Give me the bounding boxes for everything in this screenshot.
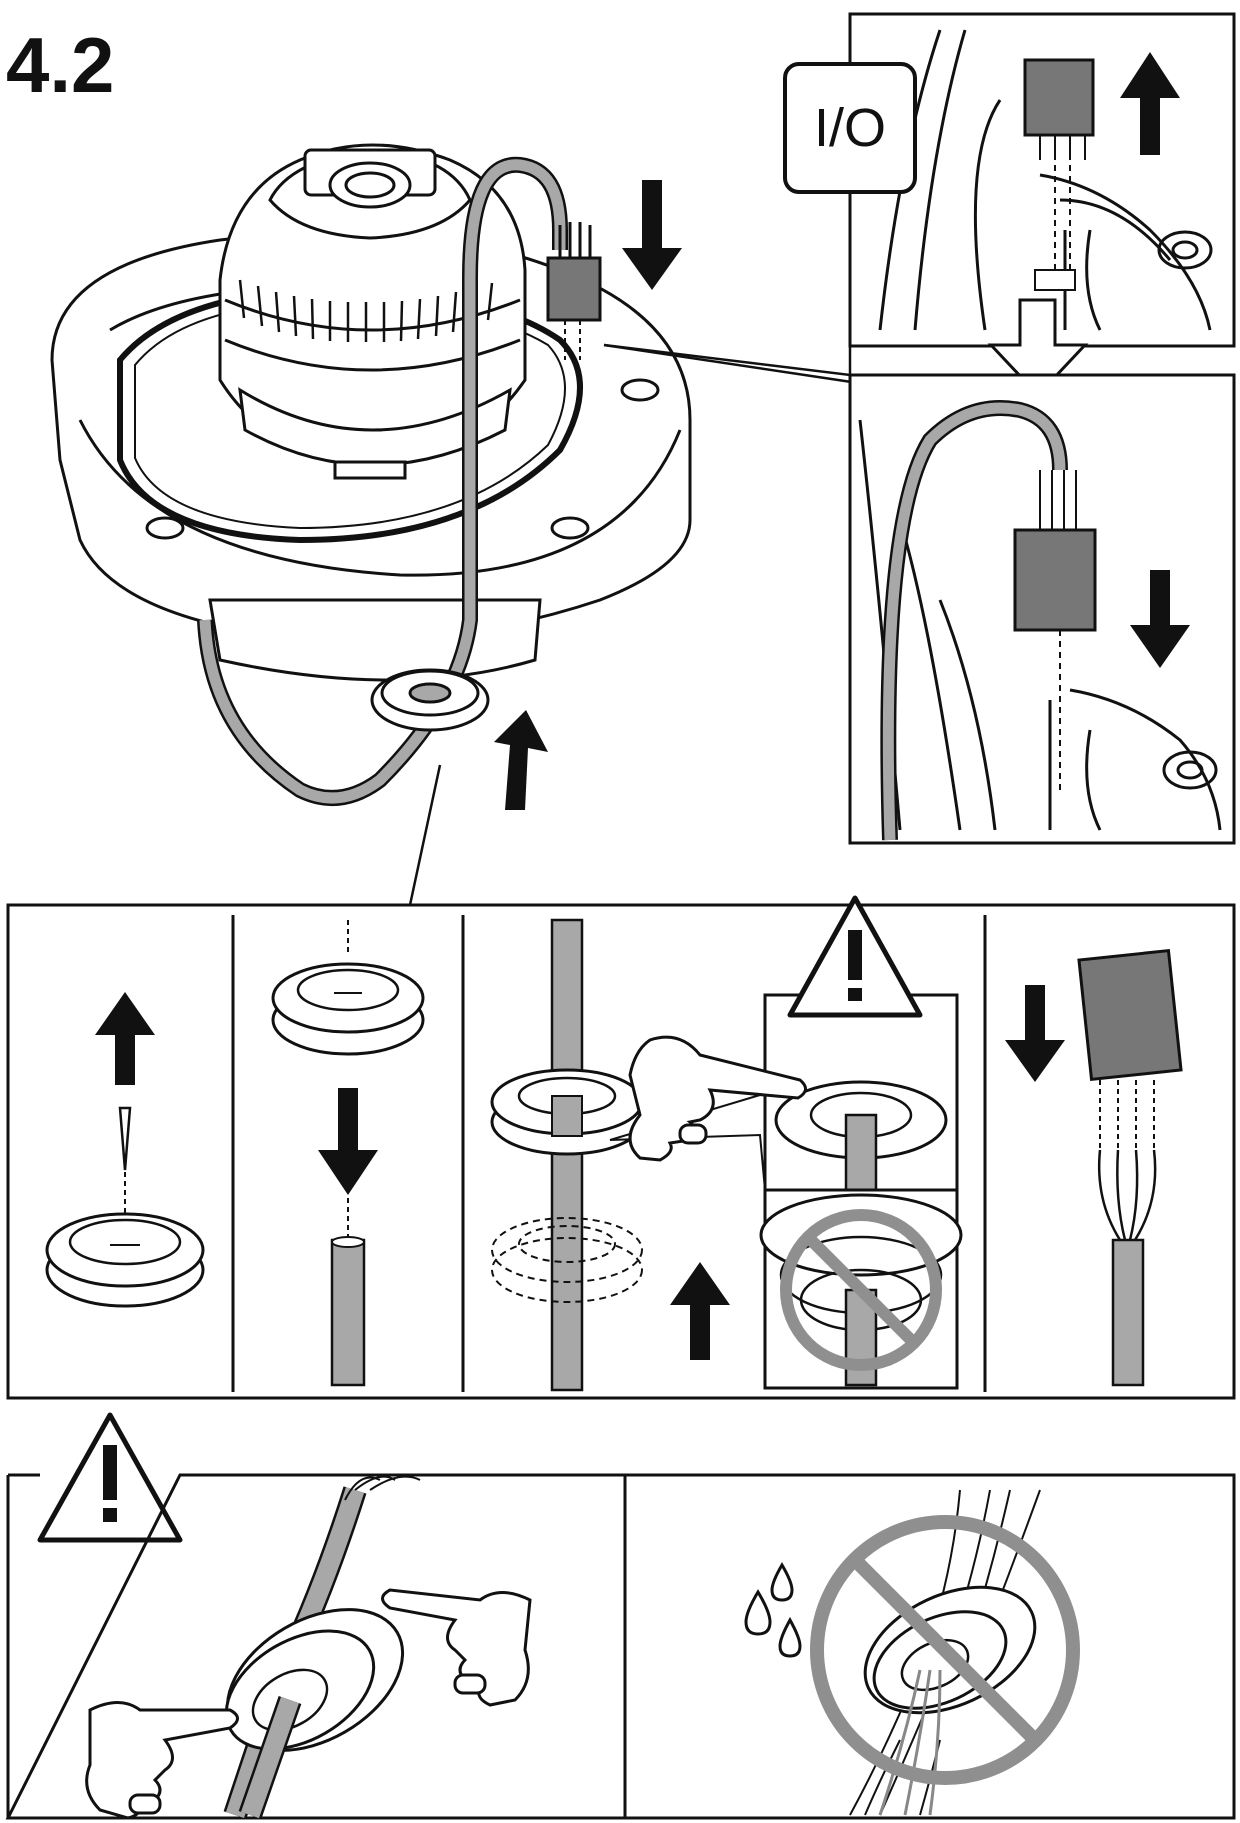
grommet-leader — [408, 764, 475, 907]
io-connector — [1023, 58, 1095, 137]
step-number: 4.2 — [6, 21, 114, 109]
io-connector — [546, 222, 602, 360]
pointing-hand-icon — [85, 1701, 239, 1820]
grommet-steps-panel — [6, 895, 1236, 1400]
incorrect-seal-panel — [623, 1473, 1236, 1820]
io-label-box — [783, 62, 917, 194]
arrow-up-icon — [670, 1262, 730, 1360]
prohibited-circle-icon — [810, 1515, 1080, 1785]
io-connector — [1013, 528, 1097, 632]
pointing-hand-icon — [628, 1035, 807, 1162]
prohibited-circle-icon — [780, 1209, 942, 1371]
step-slide-grommet — [271, 920, 425, 1387]
dome-camera-illustration — [50, 143, 692, 682]
arrow-up-icon — [494, 710, 548, 810]
warning-triangle-icon — [787, 895, 923, 1018]
pointing-hand-icon — [381, 1588, 532, 1707]
step-attach-connector — [1005, 948, 1183, 1387]
warning-triangle-icon — [37, 1412, 183, 1543]
step-pierce-grommet — [45, 992, 205, 1308]
callout-io-disconnect: I/O — [783, 12, 1236, 348]
io-label: I/O — [814, 98, 886, 158]
arrow-down-icon — [622, 180, 682, 290]
step-position-grommet — [490, 895, 963, 1392]
arrow-down-icon — [1130, 570, 1190, 668]
callout-io-reconnect — [848, 373, 1236, 845]
arrow-up-icon — [95, 992, 155, 1085]
arrow-up-icon — [1120, 52, 1180, 155]
arrow-down-icon — [1005, 985, 1065, 1082]
correct-seal-panel — [5, 1473, 627, 1820]
water-drop-icon — [744, 1562, 802, 1658]
grommet — [370, 668, 490, 732]
arrow-down-icon — [318, 1088, 378, 1195]
arrow-down-icon — [987, 298, 1089, 398]
